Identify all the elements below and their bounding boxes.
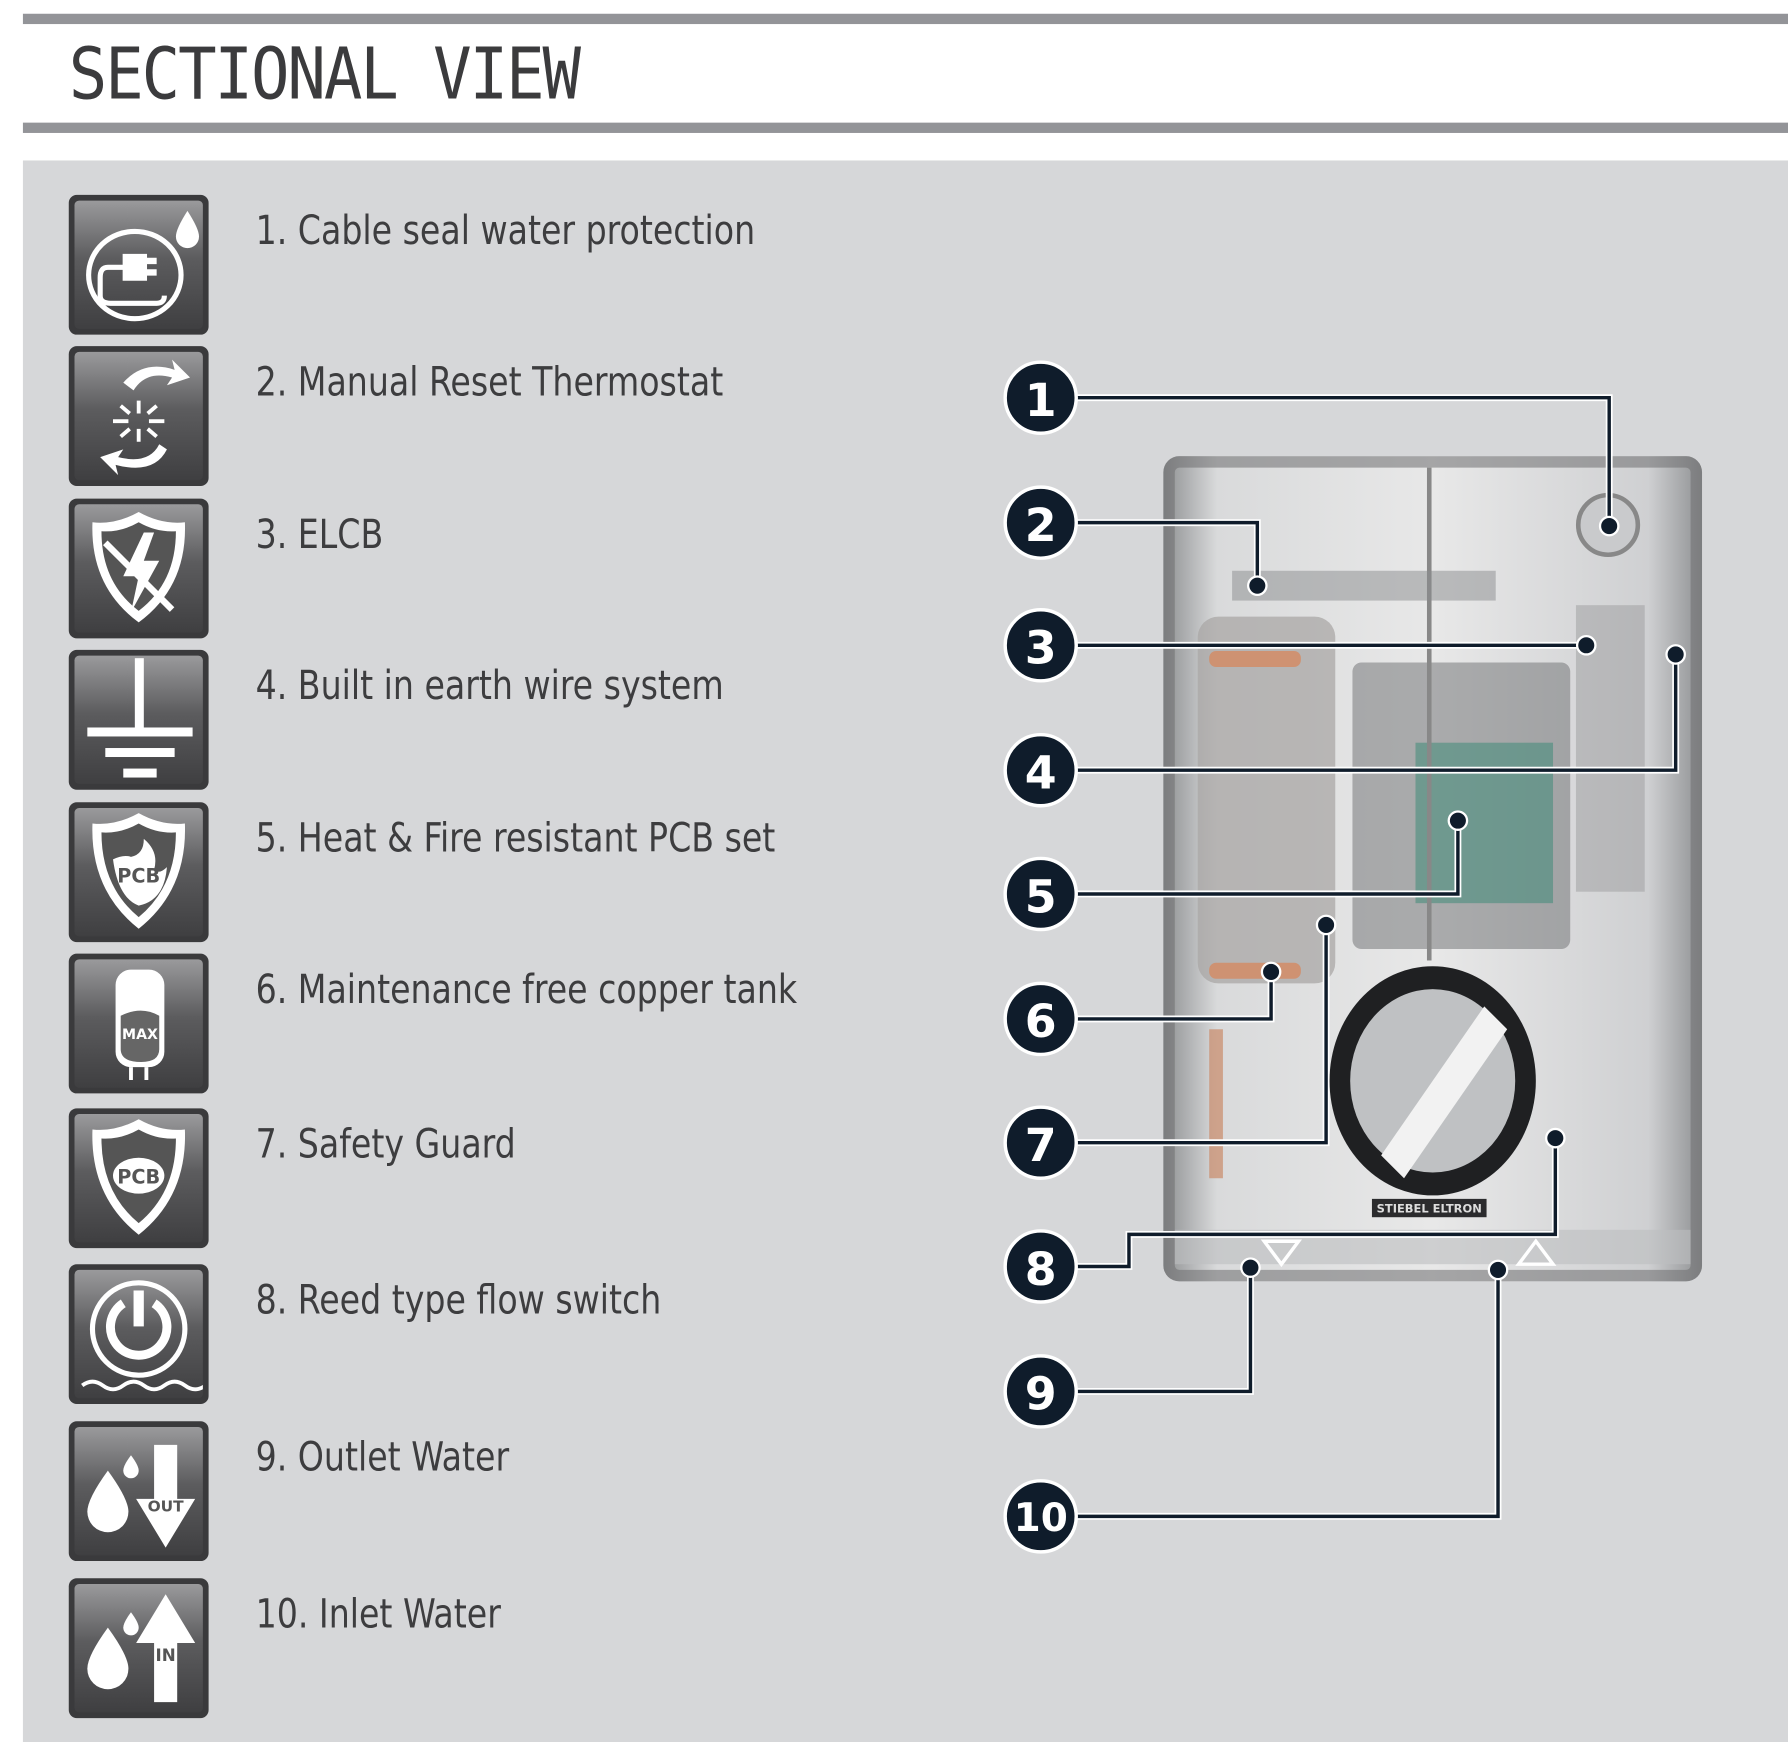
icon-badge: OUT	[148, 1498, 185, 1516]
icon-badge: IN	[156, 1646, 176, 1665]
callout-badge-7	[1003, 1105, 1078, 1180]
callout-number: 9	[1025, 1367, 1057, 1421]
callout-badge-8	[1003, 1229, 1078, 1304]
callout-number: 5	[1025, 869, 1057, 923]
feature-label: 6. Maintenance free copper tank	[255, 967, 798, 1014]
feature-label: 3. ELCB	[255, 512, 384, 559]
callout-badge-10	[1003, 1479, 1078, 1554]
flow-switch-icon	[68, 1264, 209, 1405]
callout-badge-1	[1003, 360, 1078, 435]
feature-label: 4. Built in earth wire system	[255, 663, 724, 710]
callout-number: 10	[1014, 1496, 1068, 1541]
feature-label: 5. Heat & Fire resistant PCB set	[255, 816, 776, 862]
callout-dot-9	[1240, 1257, 1261, 1278]
title-divider	[22, 122, 1788, 133]
callout-dot-4	[1665, 644, 1686, 665]
callout-number: 8	[1025, 1242, 1057, 1296]
callout-number: 6	[1025, 994, 1057, 1048]
copper-tank-icon: MAX	[68, 953, 209, 1094]
earth-ground-icon	[68, 649, 209, 790]
reset-thermostat-icon	[68, 346, 209, 486]
feature-label: 8. Reed type flow switch	[255, 1277, 662, 1324]
callout-badge-9	[1003, 1354, 1078, 1429]
callout-number: 4	[1025, 746, 1057, 800]
callout-number: 3	[1025, 621, 1057, 675]
top-divider	[22, 13, 1788, 25]
brand-label: STIEBEL ELTRON	[1377, 1202, 1482, 1216]
callout-dot-8	[1545, 1127, 1566, 1149]
feature-label: 1. Cable seal water protection	[255, 208, 756, 255]
callout-dot-10	[1487, 1259, 1509, 1281]
callout-dot-5	[1447, 810, 1469, 831]
callout-badge-4	[1003, 732, 1078, 808]
elcb-shield-icon	[68, 498, 209, 639]
safety-guard-pcb-icon: PCB	[68, 1108, 209, 1249]
feature-label: 10. Inlet Water	[255, 1592, 501, 1638]
callout-dot-1	[1598, 515, 1620, 537]
page-title: SECTIONAL VIEW	[68, 32, 581, 116]
callout-badge-2	[1003, 485, 1078, 560]
outlet-water-icon: OUT	[68, 1421, 209, 1562]
cable-seal-icon	[68, 194, 209, 335]
feature-label: 2. Manual Reset Thermostat	[255, 359, 724, 406]
fire-resistant-pcb-icon: PCB	[68, 802, 209, 943]
callout-badge-3	[1003, 608, 1078, 683]
callout-number: 2	[1025, 498, 1057, 552]
icon-badge: MAX	[122, 1027, 158, 1043]
feature-label: 9. Outlet Water	[255, 1434, 510, 1481]
callout-dot-3	[1575, 634, 1597, 656]
icon-badge: PCB	[117, 864, 160, 887]
callout-dot-6	[1260, 961, 1282, 983]
callout-number: 1	[1025, 373, 1057, 427]
callout-badge-6	[1003, 981, 1078, 1057]
icon-badge: PCB	[117, 1165, 160, 1188]
callout-number: 7	[1025, 1118, 1057, 1172]
callout-dot-2	[1247, 575, 1268, 596]
feature-label: 7. Safety Guard	[255, 1122, 516, 1168]
inlet-water-icon: IN	[68, 1578, 209, 1719]
callout-dot-7	[1315, 914, 1337, 936]
callout-badge-5	[1003, 856, 1078, 932]
